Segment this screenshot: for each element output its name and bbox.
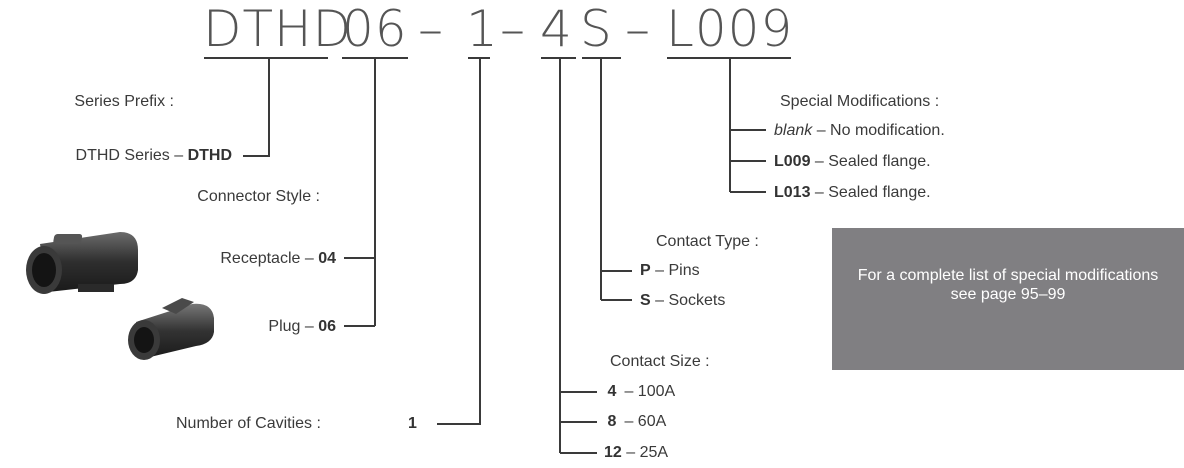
plug-value: 06 bbox=[318, 318, 336, 335]
code-dash-1: – bbox=[418, 0, 444, 58]
special-mods-item: L009 – Sealed flange. bbox=[774, 153, 931, 170]
code-series: DTHD bbox=[203, 0, 353, 58]
contact-size-item: 8 – 60A bbox=[607, 413, 667, 430]
cavities-value: 1 bbox=[408, 415, 417, 432]
series-prefix-value: DTHD bbox=[187, 147, 232, 164]
contact-type-item: P – Pins bbox=[640, 262, 700, 279]
plug-image bbox=[128, 298, 214, 360]
code-dash-2: – bbox=[500, 0, 526, 58]
receptacle-line: Receptacle – 04 bbox=[220, 249, 336, 269]
special-mods-title: Special Modifications : bbox=[780, 93, 940, 110]
code-dash-3: – bbox=[625, 0, 651, 58]
plug-line: Plug – 06 bbox=[268, 317, 336, 337]
receptacle-value: 04 bbox=[318, 250, 336, 267]
code-style: 06 bbox=[342, 0, 408, 58]
note-box: For a complete list of special modificat… bbox=[832, 228, 1184, 370]
special-mods-blank: blank – No modification. bbox=[774, 122, 945, 139]
receptacle-text: Receptacle – bbox=[220, 250, 319, 267]
contact-type-title: Contact Type : bbox=[656, 233, 759, 250]
contact-size-item: 4 – 100A bbox=[607, 383, 676, 400]
contact-size-title: Contact Size : bbox=[610, 353, 710, 370]
contact-size-item: 12 – 25A bbox=[604, 444, 669, 461]
connector-style-title: Connector Style : bbox=[197, 188, 320, 205]
code-size: 4 bbox=[540, 0, 573, 58]
contact-type-item: S – Sockets bbox=[640, 292, 726, 309]
code-type: S bbox=[580, 0, 613, 58]
receptacle-image bbox=[26, 232, 138, 294]
special-mods-item: L013 – Sealed flange. bbox=[774, 184, 931, 201]
series-prefix-title: Series Prefix : bbox=[74, 93, 174, 110]
series-prefix-line: DTHD Series – DTHD bbox=[76, 146, 232, 166]
code-cavities: 1 bbox=[466, 0, 499, 58]
note-text: For a complete list of special modificat… bbox=[857, 267, 1159, 303]
code-mod: L009 bbox=[666, 0, 794, 58]
series-prefix-text: DTHD Series – bbox=[75, 147, 188, 164]
cavities-title: Number of Cavities : bbox=[176, 415, 321, 432]
plug-text: Plug – bbox=[268, 318, 319, 335]
